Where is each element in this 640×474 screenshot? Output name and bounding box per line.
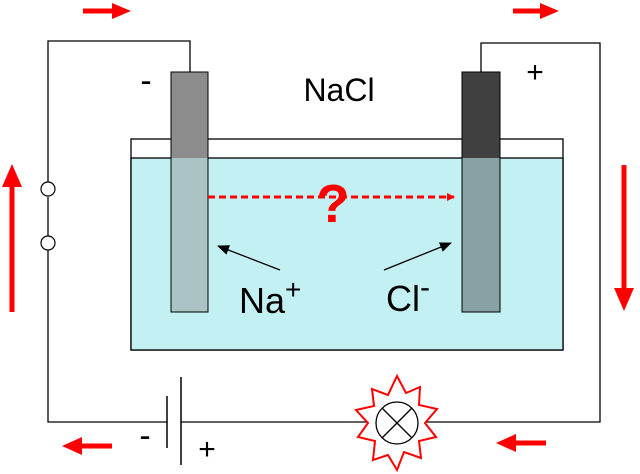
sodium-ion-charge: + (285, 274, 301, 305)
sodium-ion-arrow (217, 245, 281, 271)
current-arrow-bottom-left (62, 437, 112, 455)
cathode-sign: - (140, 62, 151, 100)
chloride-ion-symbol: Cl (386, 278, 420, 319)
current-arrow-bottom-right (496, 434, 546, 452)
chloride-ion-charge: - (420, 271, 430, 304)
solution-label: NaCl (303, 72, 374, 108)
current-arrow-left (2, 164, 22, 312)
switch-icon (40, 181, 56, 251)
chloride-ion-arrow (383, 242, 452, 271)
circuit-wires (47, 40, 601, 423)
cathode-electrode (170, 71, 209, 313)
battery-negative-sign: - (139, 417, 150, 455)
chloride-ion-label: Cl- (386, 271, 430, 319)
current-arrows (2, 3, 634, 455)
battery-icon (166, 377, 182, 465)
lamp-icon (354, 373, 439, 473)
battery-positive-sign: + (198, 433, 216, 466)
current-arrow-right (614, 165, 634, 311)
anode-electrode (461, 71, 501, 313)
sodium-ion-label: Na+ (239, 274, 301, 321)
current-arrow-top-right (513, 3, 559, 19)
question-mark: ? (317, 174, 350, 234)
sodium-ion-symbol: Na (239, 280, 286, 321)
anode-sign: + (526, 56, 544, 89)
current-arrow-top-left (83, 3, 131, 19)
